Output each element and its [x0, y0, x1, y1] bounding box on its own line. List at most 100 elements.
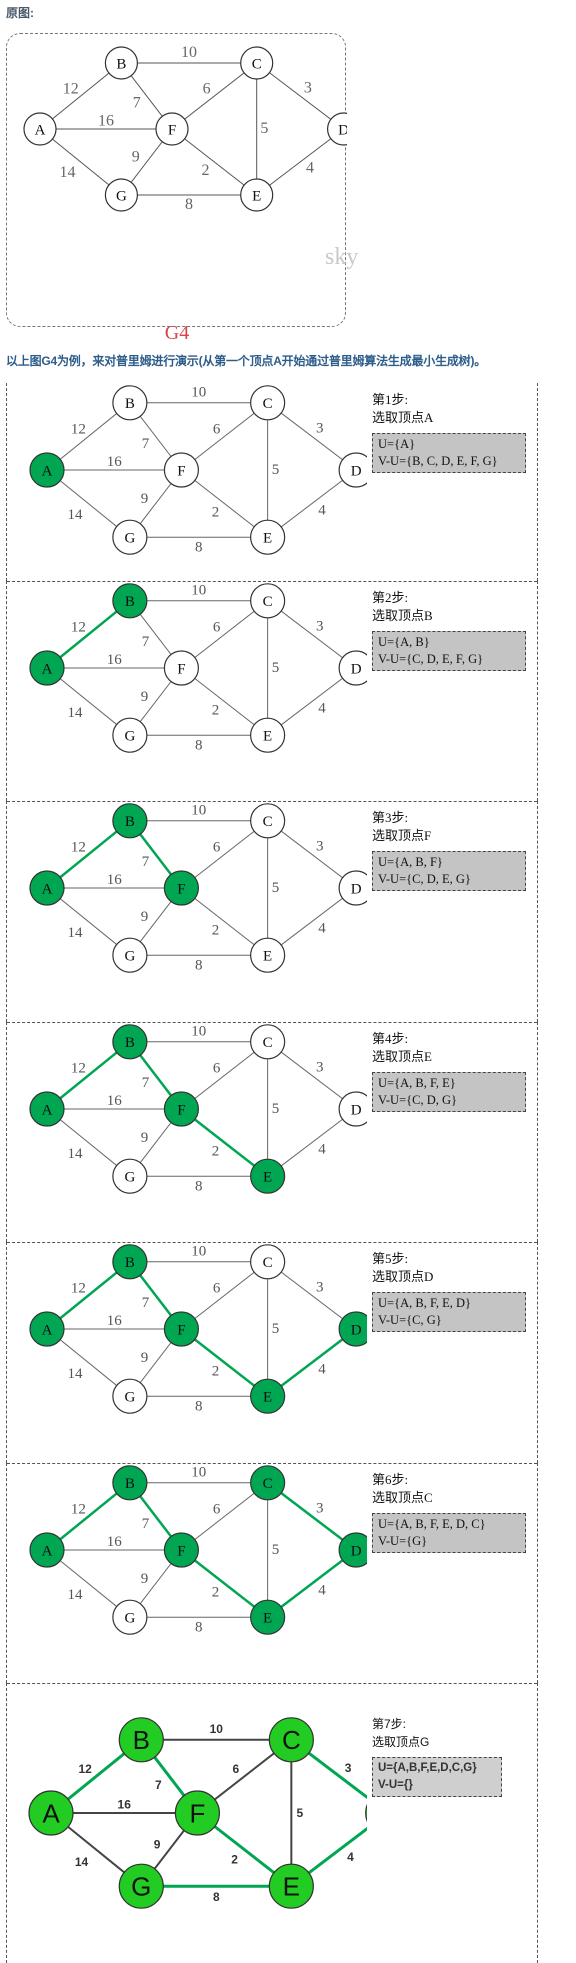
edge-weight-label: 6 [203, 80, 211, 97]
edge-c-d [266, 1481, 357, 1551]
step-separator [7, 1022, 537, 1023]
edges-group [46, 599, 357, 736]
edge-weight-label: 4 [318, 1582, 326, 1598]
vertex-label: G [124, 729, 135, 745]
edge-weight-label: 4 [318, 920, 326, 936]
edge-weight-label: 3 [345, 1761, 352, 1775]
vertex-label: F [177, 1543, 185, 1559]
vertex-f [163, 1311, 199, 1347]
vertex-d [327, 112, 347, 146]
edge-d-e [267, 887, 357, 956]
vertex-f [163, 1091, 199, 1127]
vertex-label: F [177, 661, 185, 677]
set-u: U={A,B,F,E,D,C,G} [378, 1762, 477, 1774]
vertex-label: C [252, 56, 262, 72]
edge-f-e [181, 887, 268, 956]
edge-weight-label: 3 [316, 1060, 324, 1076]
vertex-c [250, 1024, 286, 1060]
step-title: 第6步:选取顶点C [372, 1471, 433, 1507]
vertex-c [250, 1244, 286, 1280]
vertex-c [250, 583, 286, 619]
vertex-b [112, 1024, 148, 1060]
edge-weight-label: 14 [68, 1587, 84, 1603]
step-title: 第2步:选取顶点B [372, 589, 433, 625]
vertex-label: D [351, 1102, 362, 1118]
edge-c-f [171, 62, 258, 130]
edge-weight-label: 9 [141, 1350, 149, 1366]
vertex-g [118, 1863, 164, 1909]
edge-weight-label: 7 [155, 1778, 162, 1792]
vertex-c [268, 1717, 314, 1763]
vertex-label: F [177, 881, 185, 897]
vertex-d [338, 1311, 367, 1347]
vertex-label: A [42, 463, 53, 479]
weight-bg [228, 1852, 241, 1866]
edge-weight-label: 16 [107, 872, 123, 888]
edge-c-f [181, 402, 268, 471]
edge-a-g [46, 469, 131, 538]
watermark: sky [325, 244, 359, 270]
set-v-minus-u: V-U={G} [378, 1534, 428, 1548]
step-number: 第7步: [372, 1717, 407, 1731]
step-number: 第1步: [372, 392, 409, 407]
vertex-c [250, 385, 286, 421]
step-separator [7, 1683, 537, 1684]
edge-c-d [267, 1041, 357, 1110]
edge-a-b [46, 599, 131, 669]
edges-group [39, 62, 344, 196]
edge-weight-label: 12 [71, 1061, 86, 1077]
edge-weight-label: 4 [347, 1850, 354, 1864]
vertex-label: E [263, 729, 272, 745]
step-description: 选取顶点F [372, 828, 432, 843]
vertex-label: D [351, 1322, 362, 1338]
edge-weight-label: 2 [231, 1852, 238, 1866]
edge-weight-label: 8 [195, 539, 203, 555]
vertex-label: D [351, 661, 362, 677]
weight-bg [210, 1721, 223, 1735]
edge-weight-label: 16 [107, 454, 123, 470]
weight-bg [293, 1806, 306, 1819]
edge-f-e [171, 128, 258, 196]
edge-weight-label: 14 [75, 1855, 89, 1869]
edge-weight-label: 8 [195, 737, 203, 753]
vertex-label: C [263, 1476, 273, 1492]
vertex-a [29, 650, 65, 686]
vertex-label: B [125, 1476, 135, 1492]
edge-weight-label: 5 [297, 1806, 304, 1820]
vertex-b [112, 1465, 148, 1501]
step-description: 选取顶点E [372, 1049, 432, 1064]
step-description: 选取顶点D [372, 1269, 434, 1284]
vertex-d [338, 870, 367, 906]
edge-weight-label: 2 [212, 703, 220, 719]
edge-weight-label: 5 [272, 1101, 280, 1117]
edge-c-f [181, 600, 268, 669]
vertex-a [29, 1532, 65, 1568]
edge-f-e [181, 667, 268, 736]
set-u: U={A, B} [378, 635, 430, 649]
edge-weight-label: 8 [195, 957, 203, 973]
vertex-f [163, 452, 199, 488]
set-box: U={A, B}V-U={C, D, E, F, G} [372, 631, 526, 671]
edge-weight-label: 9 [141, 689, 149, 705]
vertex-label: E [263, 1390, 272, 1406]
vertex-label: B [116, 56, 126, 72]
step-title: 第1步:选取顶点A [372, 391, 433, 427]
edge-weight-label: 2 [212, 1144, 220, 1160]
edge-c-d [267, 1261, 357, 1330]
vertex-d [365, 1803, 367, 1823]
edge-weight-label: 5 [272, 1321, 280, 1337]
edge-weight-label: 14 [68, 705, 84, 721]
edge-weight-label: 12 [71, 1281, 86, 1297]
vertex-a [28, 1790, 74, 1836]
vertex-e [250, 717, 286, 753]
edge-weight-label: 3 [316, 619, 324, 635]
set-box: U={A, B, F, E, D, C}V-U={G} [372, 1513, 526, 1553]
edge-weight-label: 2 [212, 1585, 220, 1601]
vertex-label: A [42, 1543, 53, 1559]
